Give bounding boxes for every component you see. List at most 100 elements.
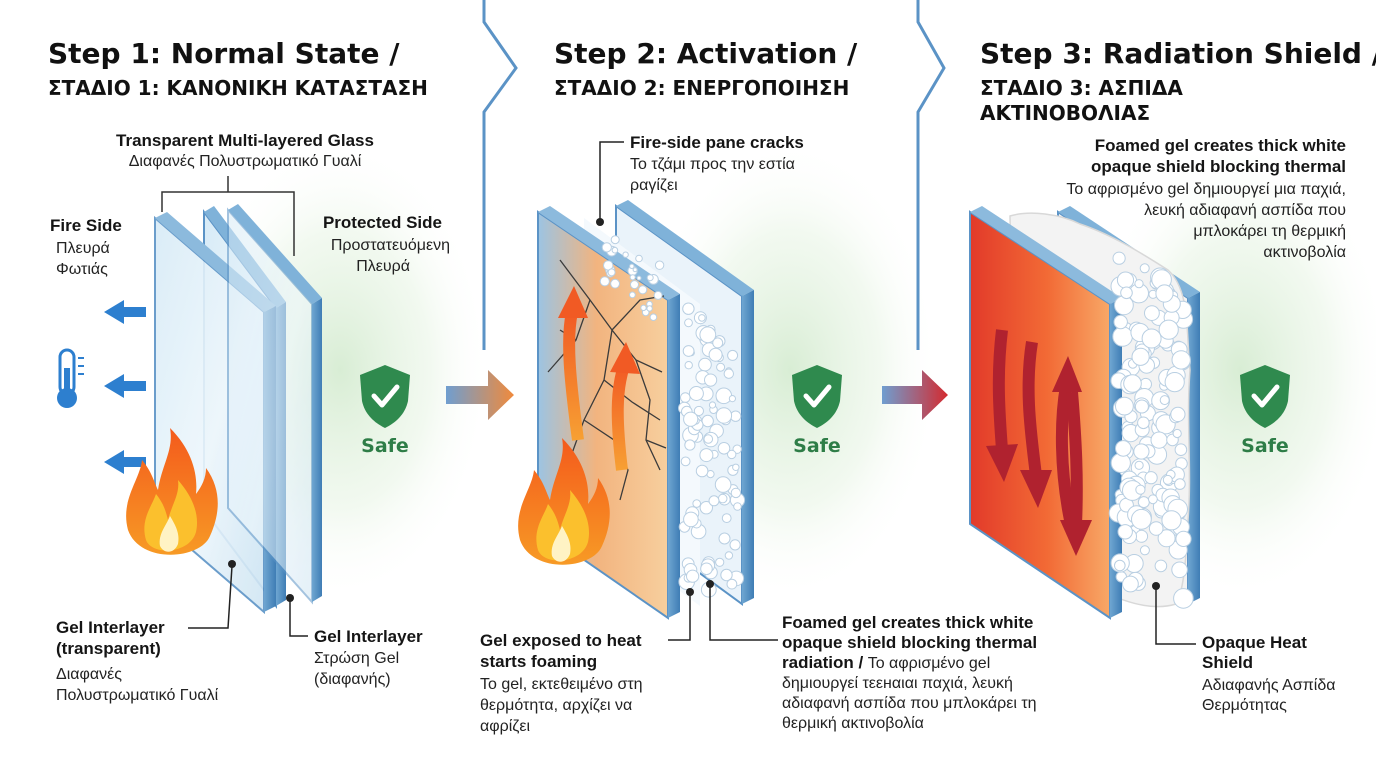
foam-bubble — [635, 254, 643, 263]
foam-bubble — [715, 387, 733, 405]
foam-bubble — [683, 511, 699, 528]
foamed-label-en-3: radiation / — [782, 653, 864, 672]
foam-bubble — [708, 347, 723, 362]
foamed-label-el-4: δημιουργεί τεεнαιαι παχιά, λευκή — [782, 675, 1013, 692]
foam-bubble — [1148, 494, 1158, 505]
glass-label-en: Transparent Multi-layered Glass — [116, 131, 374, 150]
foam-bubble — [1120, 286, 1133, 300]
foam-bubble — [1115, 396, 1134, 416]
foam-bubble — [649, 313, 658, 322]
foam-bubble — [692, 499, 702, 508]
opaque-label-el-2: Θερμότητας — [1202, 697, 1287, 714]
foam-bubble — [1155, 284, 1174, 303]
safe-label: Safe — [1241, 435, 1289, 457]
foam-bubble — [1137, 416, 1150, 430]
foam-bubble — [717, 493, 728, 504]
foam-bubble — [601, 242, 612, 253]
foam-bubble — [654, 260, 665, 270]
flame-icon — [518, 438, 610, 565]
foam-bubble — [1139, 263, 1150, 274]
opaque-label-el-1: Αδιαφανής Ασπίδα — [1202, 677, 1336, 694]
opaque-label-en-1: Opaque Heat — [1202, 633, 1307, 652]
foam-bubble — [682, 345, 695, 357]
fire-side-el-1: Πλευρά — [56, 240, 110, 257]
foam-bubble — [1144, 471, 1158, 485]
step3-subtitle-2: ΑΚΤΙΝΟΒΟΛΙΑΣ — [980, 101, 1151, 125]
foaming-label-el-2: θερμότητα, αρχίζει να — [480, 697, 633, 714]
foam-bubble — [728, 395, 737, 403]
foamed-label-el-3: Το αφρισμένο gel — [867, 655, 991, 672]
protected-side-el-1: Προστατευόμενη — [330, 237, 450, 254]
foam-bubble — [1116, 271, 1135, 289]
foaming-label-en-1: Gel exposed to heat — [480, 631, 642, 650]
foam-bubble — [727, 449, 737, 460]
foam-bubble — [1171, 350, 1191, 370]
foamed-label-en-1: Foamed gel creates thick white — [782, 613, 1034, 632]
foam-bubble — [712, 337, 724, 349]
fire-side-el-2: Φωτιάς — [56, 261, 108, 278]
foam-bubble — [708, 495, 720, 507]
foam-bubble — [727, 349, 739, 361]
foam-bubble — [1161, 510, 1182, 531]
gel-right-en: Gel Interlayer — [314, 627, 423, 646]
foam-bubble — [695, 464, 709, 478]
foam-bubble — [611, 246, 619, 254]
foam-bubble — [733, 502, 742, 511]
foaming-label-el-3: αφρίζει — [480, 718, 531, 735]
foamed-label-en-2: opaque shield blocking thermal — [782, 633, 1038, 652]
step2-subtitle: ΣΤΑΔΙΟ 2: ΕΝΕΡΓΟΠΟΙΗΣΗ — [554, 76, 850, 100]
foam-bubble — [1170, 406, 1186, 422]
foam-bubble — [1135, 484, 1146, 495]
glass-label-bracket — [161, 176, 295, 256]
foam-bubble — [732, 463, 740, 471]
step3-leaders — [1152, 582, 1196, 645]
foam-bubble — [693, 405, 705, 417]
foam-bubble — [683, 411, 699, 427]
heat-arrows-up — [558, 286, 640, 471]
foam-bubbles — [1108, 251, 1194, 609]
step2-leaders — [596, 141, 778, 641]
foam-bubble — [680, 392, 691, 403]
foam-bubble — [1135, 529, 1149, 543]
foam-bubble — [729, 539, 741, 551]
shield-label-el-2: λευκή αδιαφανή ασπίδα που — [1144, 202, 1346, 219]
foam-bubble — [1158, 319, 1179, 340]
foam-bubble — [708, 401, 717, 409]
foam-bubble — [684, 361, 693, 370]
foam-bubble — [714, 476, 732, 493]
gel-right-el-2: (διαφανής) — [314, 671, 391, 688]
foam-bubble — [701, 414, 714, 428]
cracks-label-el-2: ραγίζει — [630, 177, 678, 194]
foam-bubble — [703, 434, 714, 444]
foam-bubble — [1123, 374, 1142, 393]
foaming-label-en-2: starts foaming — [480, 652, 598, 671]
foam-bubble — [698, 357, 712, 372]
foam-bubble — [684, 318, 693, 328]
foam-bubble — [682, 302, 695, 315]
fire-side-label: Fire Side — [50, 216, 122, 235]
foam-bubble — [723, 368, 734, 379]
flame-icon — [126, 428, 218, 555]
foam-bubble — [636, 275, 642, 281]
foam-bubble — [698, 314, 706, 322]
foam-bubble — [718, 532, 731, 545]
foam-bubble — [1133, 443, 1150, 460]
arrow-left-icon — [104, 300, 146, 474]
step1-leaders — [188, 560, 308, 637]
foam-bubble — [716, 362, 726, 372]
foaming-label-el-1: Το gel, εκτεθειμένο στη — [480, 676, 643, 693]
foam-bubble — [629, 263, 635, 269]
foam-bubble — [686, 569, 700, 583]
foam-bubble — [632, 267, 638, 273]
gel-left-en-1: Gel Interlayer — [56, 618, 165, 637]
foam-bubble — [599, 276, 610, 287]
cracks-label-en: Fire-side pane cracks — [630, 133, 804, 152]
foam-bubble — [699, 501, 713, 515]
foam-bubble — [1112, 326, 1133, 347]
step1-title: Step 1: Normal State / — [48, 37, 400, 70]
foam-bubble — [1117, 524, 1133, 540]
shield-label-el-3: μπλοκάρει τη θερμική — [1193, 223, 1346, 240]
foam-bubble — [646, 274, 654, 282]
foam-bubble — [688, 386, 704, 401]
